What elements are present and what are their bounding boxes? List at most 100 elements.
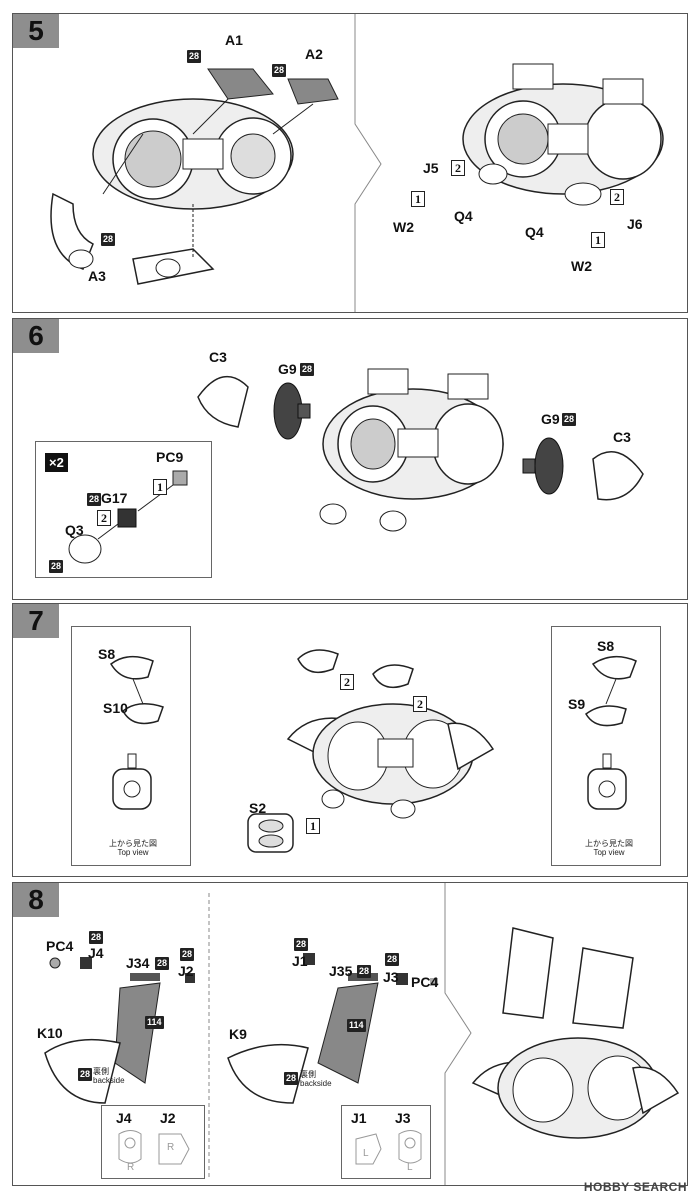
hatch-drawing-left xyxy=(110,655,164,725)
step-number: 5 xyxy=(13,14,59,48)
color-code-badge: 28 xyxy=(294,938,309,951)
order-1: 1 xyxy=(411,191,425,207)
part-label-s8: S8 xyxy=(98,646,116,662)
mark-r: R xyxy=(127,1162,135,1173)
backside-jp: 裏側 xyxy=(300,1070,316,1079)
multiplier-badge: ×2 xyxy=(45,453,68,472)
part-label-pc4: PC4 xyxy=(46,938,74,954)
color-code-badge: 28 xyxy=(180,948,195,961)
step-6-panel: 6 ×2 C3 G9 28 G9 28 C3 PC9 1 28 G17 xyxy=(12,318,688,600)
wing-right-drawing xyxy=(227,953,438,1104)
color-code-badge: 114 xyxy=(347,1019,366,1032)
part-label-pc9: PC9 xyxy=(156,449,184,465)
color-code-badge: 28 xyxy=(78,1068,93,1081)
part-label-j6: J6 xyxy=(627,216,643,232)
part-label-g17: G17 xyxy=(101,490,128,506)
order-2: 2 xyxy=(451,160,465,176)
color-code-badge: 28 xyxy=(272,64,287,77)
color-code-badge: 28 xyxy=(284,1072,299,1085)
color-code-badge: 28 xyxy=(87,493,102,506)
cockpit-drawing xyxy=(319,368,504,532)
order-2: 2 xyxy=(340,674,354,690)
gear-g9-right xyxy=(522,437,564,495)
part-label-j2: J2 xyxy=(178,963,194,979)
step-number: 7 xyxy=(13,604,59,638)
part-label-a1: A1 xyxy=(225,32,243,48)
cockpit-drawing xyxy=(286,703,495,819)
canopy-c3-left xyxy=(197,375,249,428)
top-view-drawing-left xyxy=(112,753,152,810)
part-label-c3: C3 xyxy=(209,349,227,365)
top-view-en: Top view xyxy=(593,848,625,857)
step-5-panel: 5 28 A1 28 A2 28 A3 J5 2 xyxy=(12,13,688,313)
callout-right-drawing xyxy=(355,1130,422,1165)
part-label-g9: G9 xyxy=(541,411,560,427)
hatch-drawing-right xyxy=(585,655,637,727)
part-label-j1: J1 xyxy=(292,953,308,969)
callout-box-left xyxy=(101,1105,205,1179)
mark-r: R xyxy=(167,1142,175,1153)
completed-assembly-drawing xyxy=(471,927,680,1139)
part-label-g9: G9 xyxy=(278,361,297,377)
step-divider xyxy=(354,14,382,312)
callout-label-j3: J3 xyxy=(395,1110,411,1126)
callout-label-j2: J2 xyxy=(160,1110,176,1126)
part-label-q3: Q3 xyxy=(65,522,84,538)
color-code-badge: 28 xyxy=(187,50,202,63)
backside-en: backside xyxy=(93,1076,125,1085)
part-label-k9: K9 xyxy=(229,1026,247,1042)
order-1: 1 xyxy=(153,479,167,495)
part-label-q4: Q4 xyxy=(525,224,544,240)
step-dividers xyxy=(208,883,472,1185)
backside-en: backside xyxy=(300,1079,332,1088)
canopy-c3-right xyxy=(592,451,644,501)
color-code-badge: 28 xyxy=(101,233,116,246)
color-code-badge: 28 xyxy=(562,413,577,426)
color-code-badge: 114 xyxy=(145,1016,164,1029)
part-label-w2: W2 xyxy=(393,219,414,235)
cockpit-assembly-drawing xyxy=(50,68,339,285)
order-2: 2 xyxy=(97,510,111,526)
order-2: 2 xyxy=(413,696,427,712)
color-code-badge: 28 xyxy=(89,931,104,944)
part-label-j4: J4 xyxy=(88,945,104,961)
part-label-pc4: PC4 xyxy=(411,974,439,990)
step-number: 6 xyxy=(13,319,59,353)
callout-left-drawing xyxy=(118,1130,190,1165)
part-s2-drawing xyxy=(247,813,294,853)
hatch-s8-left xyxy=(297,649,339,674)
top-view-jp: 上から見た図 xyxy=(109,839,157,848)
part-label-j35: J35 xyxy=(329,963,353,979)
order-1: 1 xyxy=(306,818,320,834)
top-view-jp: 上から見た図 xyxy=(585,839,633,848)
callout-label-j4: J4 xyxy=(116,1110,132,1126)
part-label-s2: S2 xyxy=(249,800,267,816)
part-label-k10: K10 xyxy=(37,1025,63,1041)
hatch-s8-right xyxy=(372,664,414,689)
mark-l: L xyxy=(363,1148,369,1159)
part-label-s10: S10 xyxy=(103,700,128,716)
top-view-box-left xyxy=(71,626,191,866)
color-code-badge: 28 xyxy=(385,953,400,966)
part-label-j34: J34 xyxy=(126,955,150,971)
watermark-brand: HOBBY SEARCH xyxy=(583,1180,687,1194)
part-label-q4: Q4 xyxy=(454,208,473,224)
mark-l: L xyxy=(407,1162,413,1173)
part-label-a2: A2 xyxy=(305,46,323,62)
step-number: 8 xyxy=(13,883,59,917)
color-code-badge: 28 xyxy=(357,965,372,978)
part-label-s9: S9 xyxy=(568,696,586,712)
part-label-c3: C3 xyxy=(613,429,631,445)
subassembly-drawing xyxy=(68,470,188,564)
backside-jp: 裏側 xyxy=(93,1067,109,1076)
top-view-drawing-right xyxy=(587,753,627,810)
part-label-a3: A3 xyxy=(88,268,106,284)
order-2: 2 xyxy=(610,189,624,205)
color-code-badge: 28 xyxy=(49,560,64,573)
step-8-panel: 8 PC4 xyxy=(12,882,688,1186)
color-code-badge: 28 xyxy=(155,957,170,970)
part-label-w2: W2 xyxy=(571,258,592,274)
cockpit-with-sensors-drawing xyxy=(462,63,664,206)
top-view-en: Top view xyxy=(117,848,149,857)
order-1: 1 xyxy=(591,232,605,248)
